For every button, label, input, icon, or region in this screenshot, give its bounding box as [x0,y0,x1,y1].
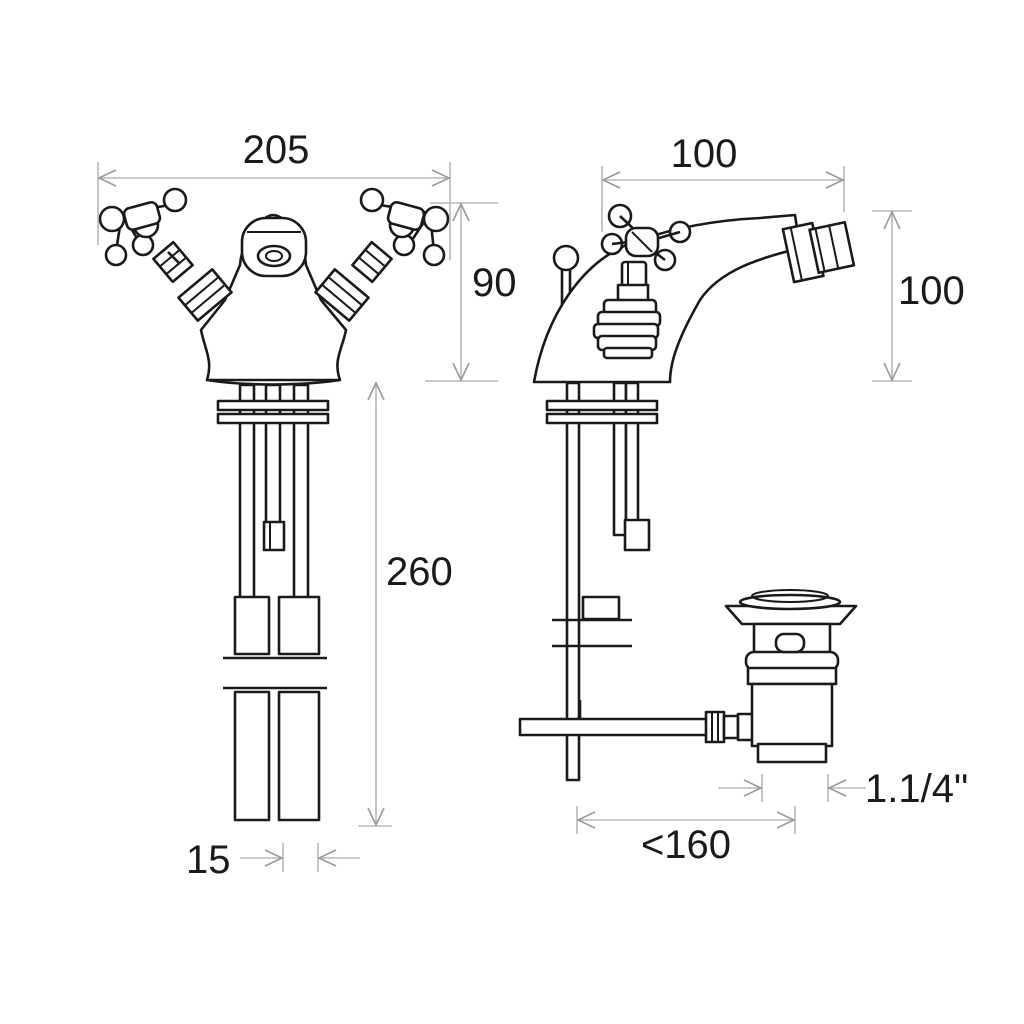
waste-assembly [518,589,858,764]
front-view-tap [98,187,450,822]
front-tail-width-dimension: 15 [186,838,360,882]
front-tail-length-dimension: 260 [358,381,453,827]
waste-length-label: <160 [641,823,731,867]
front-spout-height-dimension: 90 [425,202,517,382]
side-height-label: 100 [898,269,965,313]
waste-thread-dimension: 1.1/4" [718,767,968,811]
side-height-dimension: 100 [872,210,965,382]
side-view-tap [532,203,856,782]
waste-length-dimension: <160 [576,806,796,867]
front-tail-width-label: 15 [186,838,231,882]
side-reach-dimension: 100 [601,132,845,232]
waste-thread-label: 1.1/4" [865,767,968,811]
side-reach-label: 100 [671,132,738,176]
front-spout-height-label: 90 [472,261,517,305]
front-tail-length-label: 260 [386,550,453,594]
front-width-label: 205 [243,128,310,172]
front-width-dimension: 205 [97,128,451,260]
